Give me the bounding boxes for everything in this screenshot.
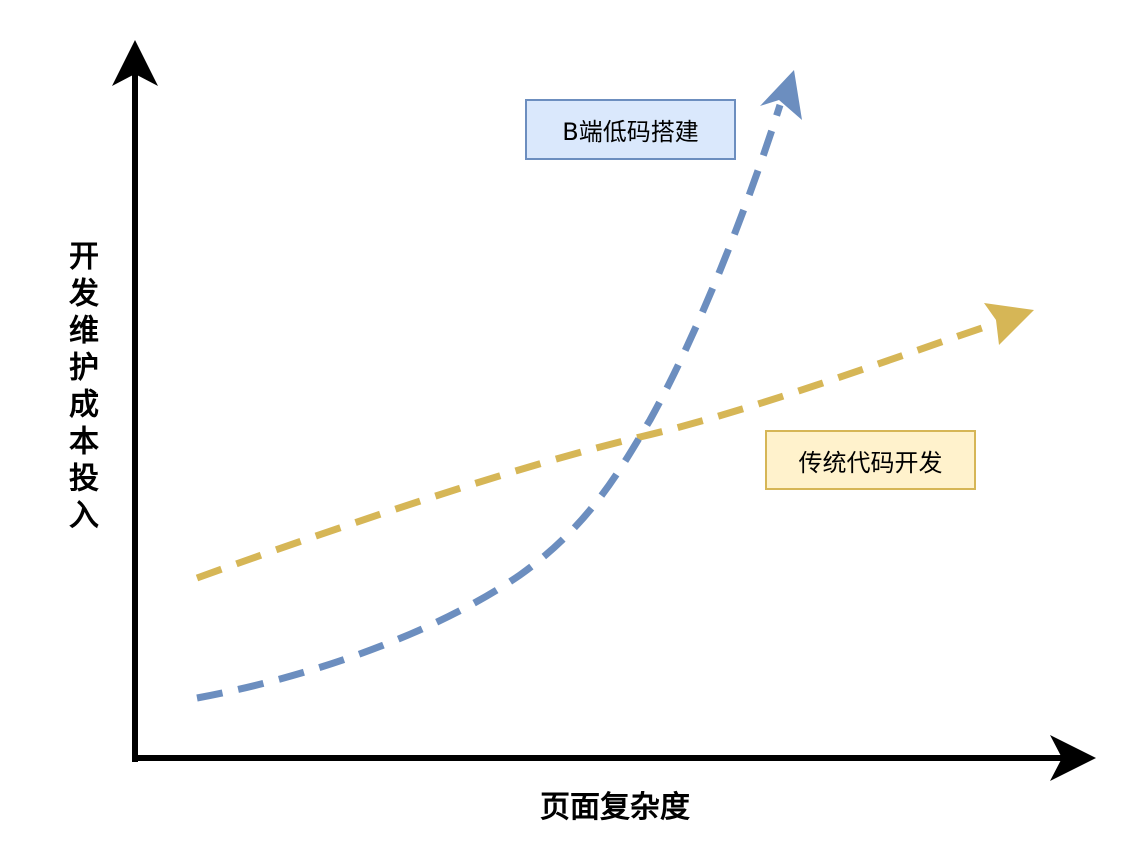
x-axis-label: 页面复杂度: [540, 790, 690, 825]
series-arrowhead-traditional: [984, 303, 1034, 345]
series-line-lowcode: [196, 103, 784, 702]
y-axis-arrowhead: [112, 40, 158, 86]
y-axis-label: 开发维护成本投入: [63, 240, 98, 536]
series-label-lowcode: B端低码搭建: [525, 99, 736, 160]
x-axis-arrowhead: [1050, 735, 1096, 781]
series-arrowhead-lowcode: [760, 70, 802, 120]
series-label-lowcode-text: B端低码搭建: [562, 118, 699, 146]
series-line-traditional: [195, 318, 1002, 582]
series-label-traditional: 传统代码开发: [765, 430, 976, 490]
series-label-traditional-text: 传统代码开发: [798, 448, 943, 477]
